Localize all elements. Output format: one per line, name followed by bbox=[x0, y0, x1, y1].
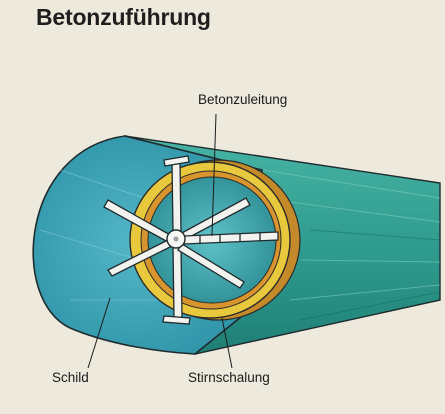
label-betonzuleitung: Betonzuleitung bbox=[198, 92, 288, 107]
tube-shade-lines bbox=[299, 229, 441, 321]
concrete-supply-pipes bbox=[103, 155, 279, 325]
pipe-hub-center bbox=[173, 236, 179, 242]
tube-highlight-lines bbox=[249, 167, 441, 301]
page-title: Betonzuführung bbox=[36, 4, 211, 30]
label-schild: Schild bbox=[52, 370, 89, 385]
leader-schild bbox=[87, 297, 111, 369]
shield-construction-lines bbox=[39, 169, 170, 301]
label-stirnschalung: Stirnschalung bbox=[188, 370, 270, 385]
leader-betonzuleitung bbox=[211, 113, 217, 237]
leader-stirnschalung bbox=[221, 317, 233, 369]
